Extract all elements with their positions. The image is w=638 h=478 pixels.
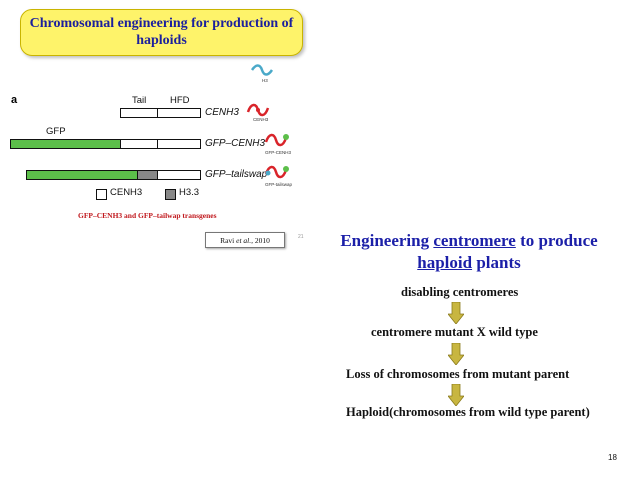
heading-post: plants [472, 253, 521, 272]
title-line-1: Chromosomal engineering for production o… [29, 16, 294, 31]
row-label-gfp-tailswap: GFP–tailswap [205, 169, 268, 180]
gfp-label: GFP [46, 126, 66, 137]
step-1: disabling centromeres [401, 285, 519, 299]
gfp-cenh3-hfd-segment [157, 139, 201, 149]
heading-line-2: haploid plants [330, 252, 608, 274]
cenh3-chromosome-icon [246, 103, 270, 117]
heading-term-centromere: centromere [433, 231, 516, 250]
gfp-tailswap-h33-tail-segment [137, 170, 158, 180]
citation-etal: et al., [236, 236, 254, 245]
step-2: centromere mutant X wild type [371, 325, 538, 339]
heading-line-1: Engineering centromere to produce [330, 230, 608, 252]
panel-label: a [11, 94, 18, 106]
cenh3-tail-segment [120, 108, 158, 118]
down-arrow-icon [448, 384, 464, 406]
heading-pre: Engineering [340, 231, 434, 250]
step-3: Loss of chromosomes from mutant parent [346, 367, 570, 381]
gfp-cenh3-tail-segment [120, 139, 158, 149]
citation-box: Ravi et al., 2010 [205, 232, 285, 248]
gfp-tailswap-hfd-segment [157, 170, 201, 180]
down-arrow-icon [448, 302, 464, 324]
gfp-tailswap-gfp-segment [26, 170, 138, 180]
h3-icon-label: H3 [262, 78, 268, 83]
legend-label-h33: H3.3 [179, 187, 200, 198]
legend-label-cenh3: CENH3 [110, 187, 143, 198]
row-label-gfp-cenh3: GFP–CENH3 [205, 138, 266, 149]
figure-caption: GFP–CENH3 and GFP–tailwap transgenes [78, 211, 217, 220]
heading-term-haploid: haploid [417, 253, 473, 272]
down-arrow-icon [448, 343, 464, 365]
tail-label: Tail [132, 95, 147, 106]
step-4: Haploid(chromosomes from wild type paren… [346, 405, 590, 419]
title-line-2: haploids [136, 33, 187, 48]
legend-swatch-cenh3 [96, 189, 107, 200]
slide-title: Chromosomal engineering for production o… [20, 9, 303, 56]
row-label-cenh3: CENH3 [205, 107, 239, 118]
hfd-label: HFD [170, 95, 190, 106]
h3-chromosome-icon [250, 64, 274, 76]
gfp-tailswap-chromosome-icon [264, 165, 289, 179]
citation-year: 2010 [254, 236, 270, 245]
heading-mid: to produce [515, 231, 598, 250]
gfp-cenh3-gfp-segment [10, 139, 121, 149]
page-number: 18 [608, 453, 617, 462]
cenh3-hfd-segment [157, 108, 201, 118]
cenh3-icon-label: CENH3 [253, 117, 269, 122]
legend-swatch-h33 [165, 189, 176, 200]
gfp-tailswap-icon-label: GFP-tailswap [265, 182, 293, 187]
gfp-cenh3-chromosome-icon [264, 133, 289, 147]
section-heading: Engineering centromere to produce haploi… [330, 230, 608, 274]
citation-author: Ravi [220, 236, 235, 245]
gfp-cenh3-icon-label: GFP-CENH3 [265, 150, 292, 155]
figure-small-number: 21 [298, 234, 304, 240]
